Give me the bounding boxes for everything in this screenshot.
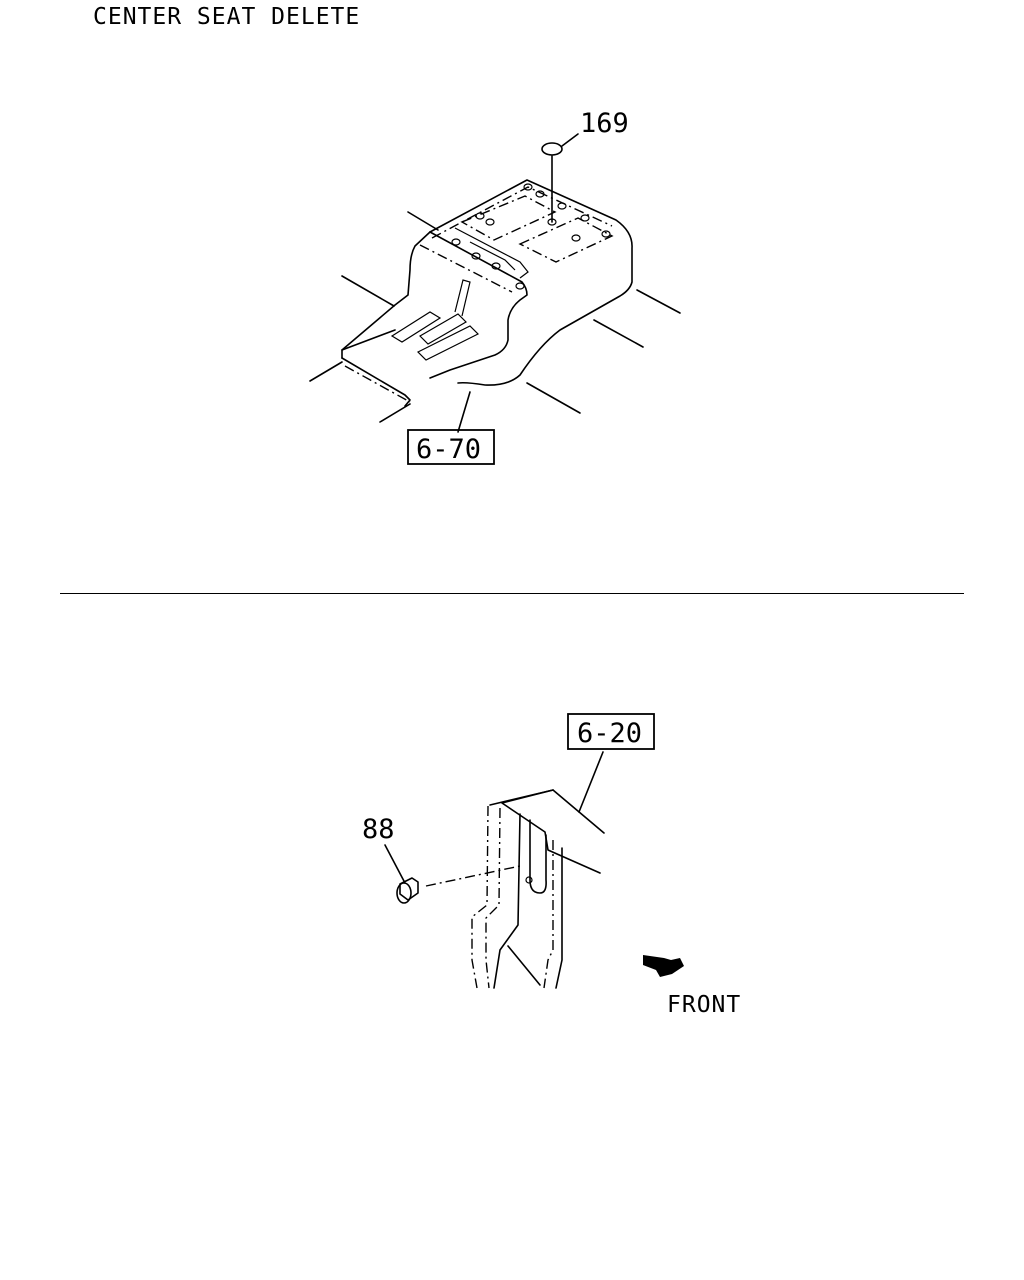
frame-bracket-drawing <box>384 713 684 989</box>
ref-label-6-20: 6-20 <box>577 718 642 749</box>
plug-88-icon <box>399 877 419 901</box>
plug-169-icon <box>541 142 563 156</box>
diagram-title: CENTER SEAT DELETE <box>93 4 361 30</box>
callout-88: 88 <box>362 814 395 845</box>
floor-console-drawing <box>309 133 681 465</box>
front-arrow-icon <box>643 955 684 977</box>
ref-box-6-20 <box>567 713 655 750</box>
callout-169: 169 <box>580 108 629 139</box>
ref-box-6-70 <box>407 429 495 465</box>
front-direction-label: FRONT <box>667 992 741 1018</box>
section-divider <box>60 593 964 594</box>
ref-label-6-70: 6-70 <box>416 434 481 465</box>
